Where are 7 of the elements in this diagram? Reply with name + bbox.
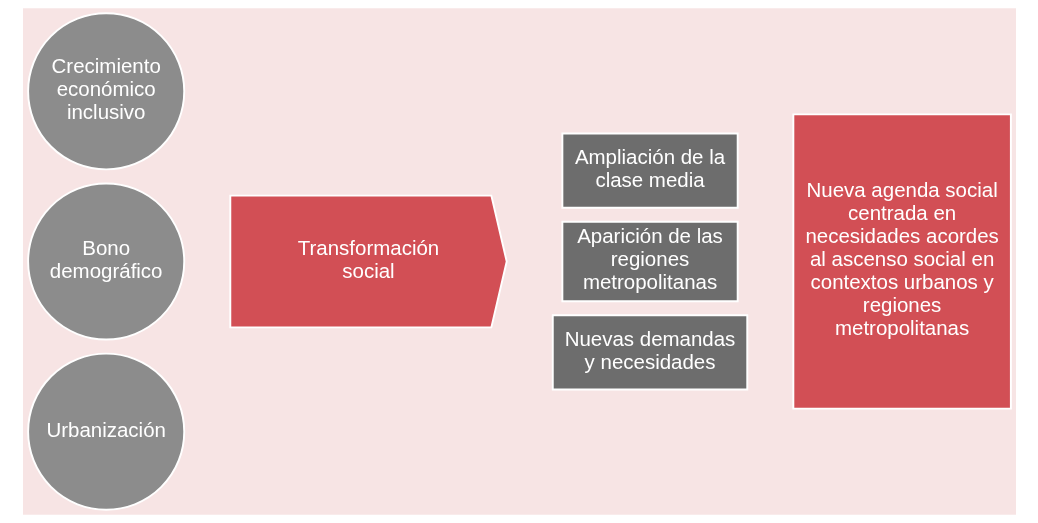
node-circle: Bono demográfico bbox=[26, 182, 185, 341]
node-circle: Urbanización bbox=[26, 352, 185, 511]
node-box: Ampliación de la clase media bbox=[560, 132, 739, 209]
node-circle: Crecimiento económico inclusivo bbox=[26, 12, 185, 171]
node-box: Aparición de las regiones metropolitanas bbox=[560, 220, 739, 303]
node-box: Nuevas demandas y necesidades bbox=[551, 314, 748, 391]
node-box: Nueva agenda social centrada en necesidades acordes al ascenso social en contextos urbanos y regiones metropolitanas bbox=[791, 113, 1012, 410]
